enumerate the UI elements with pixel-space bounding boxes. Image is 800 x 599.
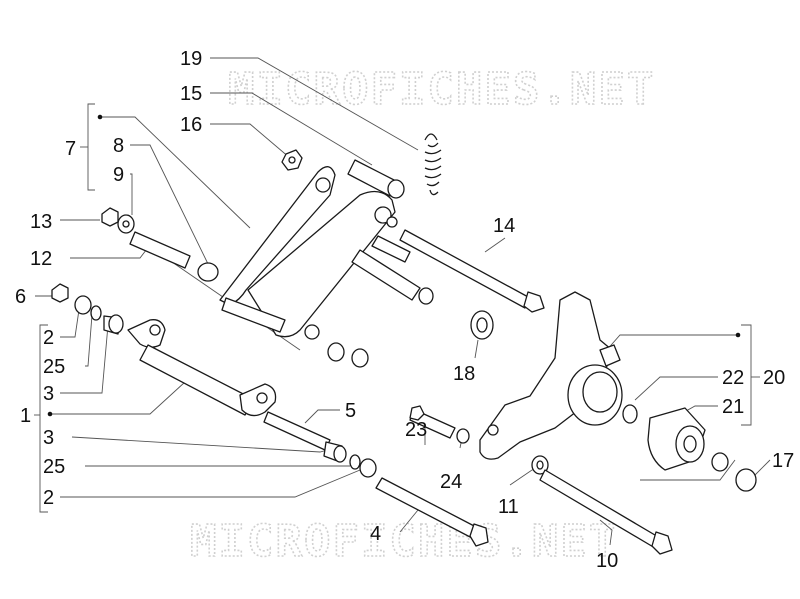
callout-7: 7 [65, 138, 76, 160]
bolt-23-part [409, 405, 456, 439]
leader-17 [754, 459, 771, 476]
bracket-20 [741, 324, 752, 426]
washer-2a-part [74, 295, 92, 315]
callout-5: 5 [345, 400, 356, 422]
washer-11-part [531, 455, 549, 475]
leader-7 [100, 116, 251, 229]
leader-10 [599, 519, 613, 546]
leader-5 [304, 409, 340, 424]
pin-12-part [129, 231, 219, 282]
spacer-22b-part [711, 452, 729, 472]
leader-22 [634, 376, 718, 401]
spacer-22-part [622, 404, 638, 424]
callout-2b: 2 [43, 487, 54, 509]
silent-block-21-part [647, 407, 706, 471]
callout-15: 15 [180, 83, 202, 105]
bolt-4-part [375, 477, 489, 547]
callout-23: 23 [405, 419, 427, 441]
callout-2a: 2 [43, 327, 54, 349]
callout-24: 24 [440, 471, 462, 493]
bushing-3b-part [323, 441, 347, 463]
bracket-7-dot [97, 114, 103, 120]
callout-25a: 25 [43, 356, 65, 378]
leader-1 [50, 381, 186, 415]
leader-8 [130, 144, 211, 269]
leader-3a [60, 324, 109, 394]
callout-20: 20 [763, 367, 785, 389]
callout-11: 11 [498, 496, 519, 518]
bearing-18-part [470, 310, 494, 340]
bracket-1-dot [47, 411, 53, 417]
callout-labels: 19 15 16 7 8 9 13 12 6 2 25 3 1 3 25 2 5… [15, 48, 794, 572]
callout-12: 12 [30, 248, 52, 270]
callout-19: 19 [180, 48, 202, 70]
shaft-1-part [127, 319, 277, 417]
callout-18: 18 [453, 363, 475, 385]
callout-3b: 3 [43, 427, 54, 449]
callout-6: 6 [15, 286, 26, 308]
bushing-8-part [327, 342, 369, 368]
callout-9: 9 [113, 164, 124, 186]
callout-14: 14 [493, 215, 515, 237]
callout-25b: 25 [43, 456, 65, 478]
bracket-20-dot [735, 332, 741, 338]
callout-10: 10 [596, 550, 618, 572]
bracket-1 [39, 324, 48, 513]
nut-16-part [281, 149, 303, 171]
nut-6-part [51, 283, 69, 303]
leader-16 [210, 123, 291, 159]
spring-part [424, 133, 442, 196]
washer-2b-part [359, 458, 377, 478]
pin-5-part [263, 411, 331, 451]
callout-1: 1 [20, 405, 31, 427]
bolt-14-part [399, 229, 545, 313]
leader-9 [130, 173, 133, 215]
leader-19 [210, 57, 419, 151]
leader-2a [60, 302, 81, 338]
bolt-10-part [539, 469, 673, 555]
watermark-top: MICROFICHES.NET [228, 64, 655, 115]
ring-25b-part [349, 454, 361, 470]
callout-21: 21 [722, 396, 744, 418]
nut-13-part [101, 207, 119, 227]
callout-16: 16 [180, 114, 202, 136]
leader-lines [34, 57, 771, 546]
ring-25a-part [90, 305, 102, 321]
washer-24-part [456, 428, 470, 444]
callout-3a: 3 [43, 383, 54, 405]
swing-arm-frame [219, 166, 434, 340]
leader-15 [210, 92, 373, 166]
bracket-plate-part [479, 291, 623, 460]
leader-14 [484, 237, 506, 253]
leader-25a [85, 314, 93, 367]
leader-3b [71, 436, 336, 453]
bushing-3a-part [103, 314, 124, 335]
circlip-17-part [735, 468, 757, 492]
leader-20 [604, 334, 738, 353]
callout-8: 8 [113, 135, 124, 157]
sleeve-part [347, 159, 405, 199]
leader-4 [399, 509, 419, 533]
callout-17: 17 [772, 450, 794, 472]
bushing-9-part [117, 214, 135, 234]
leader-18 [474, 339, 479, 359]
callout-22: 22 [722, 367, 744, 389]
callout-4: 4 [370, 523, 381, 545]
watermark-bottom: MICROFICHES.NET [190, 516, 617, 567]
bracket-7 [87, 103, 95, 191]
leader-2b [60, 469, 361, 498]
callout-13: 13 [30, 211, 52, 233]
